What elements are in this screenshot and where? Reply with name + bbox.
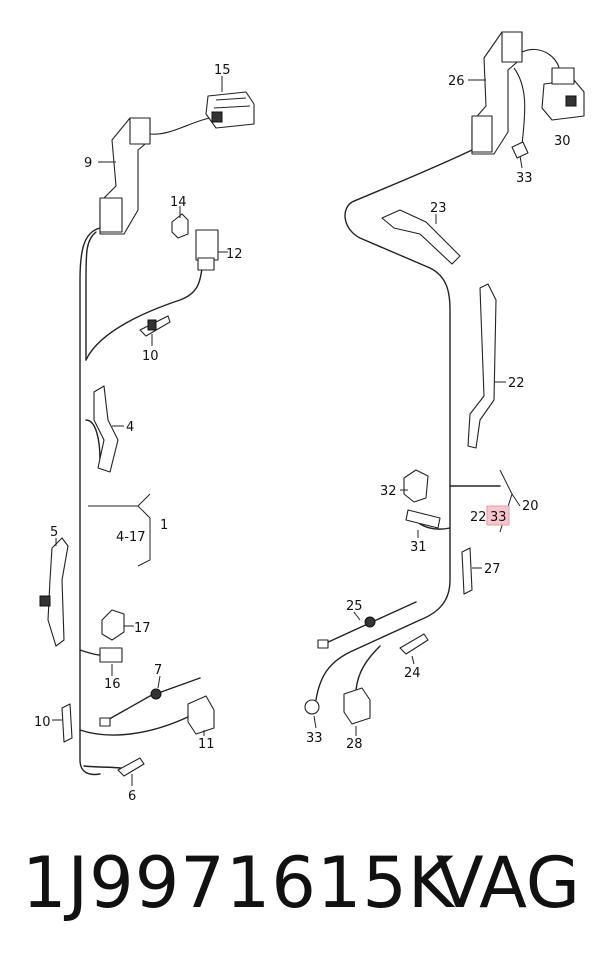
- connector-12-boot: [197, 257, 215, 271]
- callout-28: 28: [346, 737, 363, 752]
- right-harness-trunk: [315, 149, 473, 701]
- bracket-4: [93, 385, 119, 473]
- callout-33-bottom: 33: [306, 731, 323, 746]
- bracket-22: [467, 283, 497, 449]
- callout-32: 32: [380, 484, 397, 499]
- wiring-harness-diagram: 15 9 14 12 10 4 1 4-17 5 17 16 7 10 11 6…: [34, 31, 585, 804]
- callout-33-of-range: 33: [490, 510, 507, 525]
- cable-7: [103, 677, 201, 723]
- part-number: 1J9971615K: [22, 842, 455, 924]
- connector-31: [405, 509, 441, 529]
- branch-to-4: [85, 419, 101, 461]
- clip-24: [399, 633, 429, 655]
- callout-14: 14: [170, 195, 187, 210]
- callout-4: 4: [126, 420, 134, 435]
- cable-7-grommet: [150, 688, 162, 700]
- connector-28: [343, 687, 371, 725]
- callout-1: 1: [160, 518, 168, 533]
- callout-25: 25: [346, 599, 363, 614]
- left-harness-trunk: [79, 227, 101, 776]
- branch-to-11: [79, 715, 191, 736]
- clip-17: [101, 609, 125, 641]
- bracket-23: [381, 209, 461, 265]
- callout-24: 24: [404, 666, 421, 681]
- right-harness: [304, 31, 585, 725]
- left-harness-trunk-b: [85, 231, 97, 361]
- callout-30: 30: [554, 134, 571, 149]
- connector-15-latch: [211, 111, 223, 123]
- cable-to-33-top: [513, 67, 526, 147]
- callout-22-of-range: 22: [470, 510, 487, 525]
- callout-16: 16: [104, 677, 121, 692]
- highlight-33: [486, 505, 510, 526]
- callout-4-17: 4-17: [116, 530, 146, 545]
- bracket-9-socket-top: [129, 117, 151, 145]
- callout-26: 26: [448, 74, 465, 89]
- callout-5: 5: [50, 525, 58, 540]
- bracket-5: [47, 537, 69, 647]
- branch-to-12: [85, 267, 203, 361]
- plug-33-top: [511, 141, 529, 159]
- cable-to-15: [149, 117, 211, 135]
- callout-31: 31: [410, 540, 427, 555]
- connector-12: [195, 229, 219, 261]
- callout-6: 6: [128, 789, 136, 804]
- callout-7: 7: [154, 663, 162, 678]
- bracket-26-socket-top: [501, 31, 523, 63]
- bracket-26-socket-bottom: [471, 115, 493, 153]
- callout-12: 12: [226, 247, 243, 262]
- connector-16: [99, 647, 123, 663]
- callout-27: 27: [484, 562, 501, 577]
- clip-27: [461, 547, 473, 595]
- connector-30: [541, 79, 585, 121]
- callout-11: 11: [198, 737, 215, 752]
- bracket-9-socket-bottom: [99, 197, 123, 233]
- connector-11: [187, 695, 215, 735]
- callout-labels: 15 9 14 12 10 4 1 4-17 5 17 16 7 10 11 6…: [34, 63, 571, 804]
- callout-10-lower: 10: [34, 715, 51, 730]
- right-branch-31: [419, 523, 451, 530]
- clip-6: [117, 757, 145, 777]
- callout-20: 20: [522, 499, 539, 514]
- callout-15: 15: [214, 63, 231, 78]
- callout-9: 9: [84, 156, 92, 171]
- clip-32: [403, 469, 429, 503]
- clip-14: [171, 213, 189, 239]
- callout-10-upper: 10: [142, 349, 159, 364]
- callout-23: 23: [430, 201, 447, 216]
- left-harness: [39, 91, 255, 777]
- plug-33-bottom: [304, 699, 320, 715]
- callout-17: 17: [134, 621, 151, 636]
- clip-10-lower: [61, 703, 73, 743]
- leader-lines: [52, 76, 523, 786]
- brand-name: VAG: [435, 842, 580, 924]
- callout-33-top: 33: [516, 171, 533, 186]
- callout-22: 22: [508, 376, 525, 391]
- right-branch-28: [355, 645, 381, 691]
- connector-15: [205, 91, 255, 129]
